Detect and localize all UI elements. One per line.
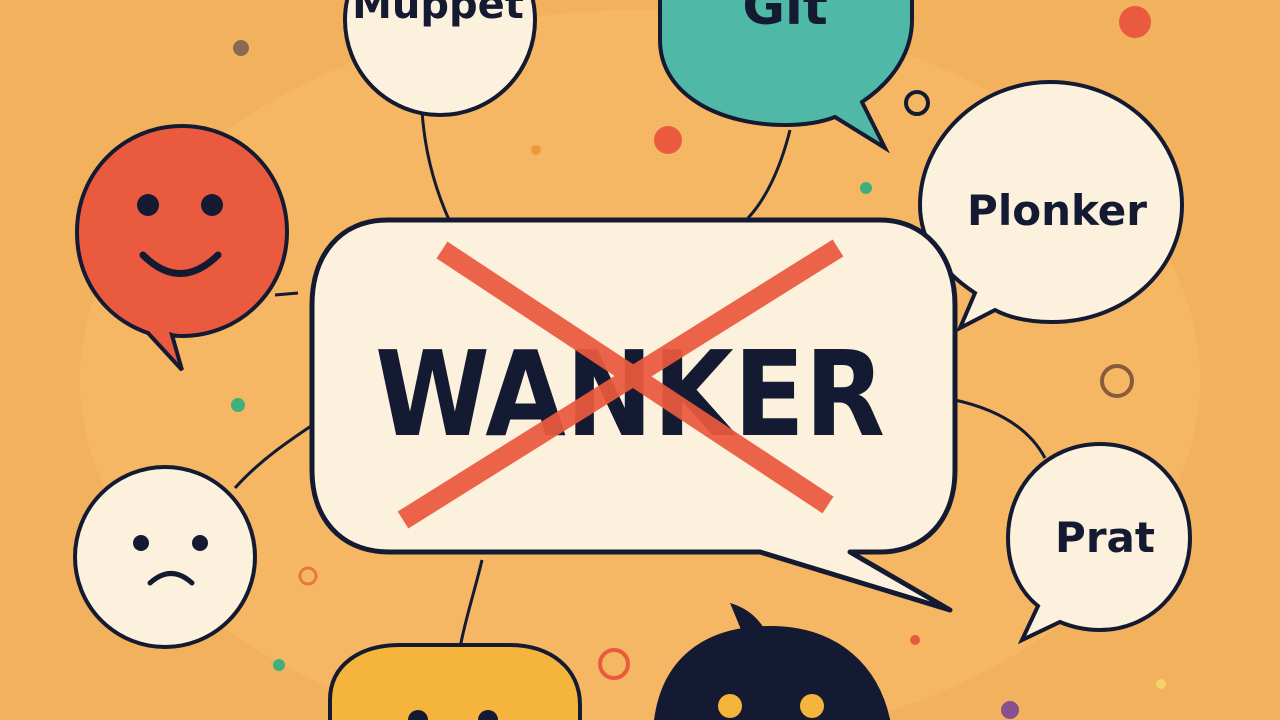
main-bubble-word: WANKER	[375, 325, 885, 463]
bubble-prat: Prat	[1005, 441, 1193, 645]
face-yellow-eye-left	[408, 710, 428, 720]
bubble-plonker-shape	[917, 79, 1185, 333]
confetti-dot	[654, 126, 682, 154]
face-cream-eye-right	[192, 535, 208, 551]
confetti-dot	[910, 635, 920, 645]
bubble-git-shape	[658, 0, 914, 154]
strike-line-2	[397, 239, 844, 529]
face-cream-frowning	[73, 465, 257, 649]
face-cream-eye-left	[133, 535, 149, 551]
face-red-shape	[74, 123, 290, 372]
main-bubble-shape	[309, 217, 958, 613]
face-cream-shape	[73, 465, 257, 649]
connector-yellow-face	[458, 559, 484, 649]
face-red-smiling	[74, 123, 290, 372]
face-red-eye-left	[137, 194, 159, 216]
face-navy-antenna	[730, 603, 766, 632]
face-yellow-eye-right	[478, 710, 498, 720]
connector-red-face	[274, 291, 299, 297]
bubble-plonker-label: Plonker	[967, 186, 1147, 235]
connector-git	[746, 129, 792, 220]
face-cream-frown	[147, 571, 195, 586]
bubble-git: Git	[658, 0, 914, 154]
face-navy	[654, 603, 891, 720]
face-red-smile	[139, 251, 222, 277]
connector-prat	[954, 398, 1047, 459]
confetti-ring	[598, 648, 630, 680]
main-bubble: WANKER	[309, 217, 958, 613]
confetti-dot	[231, 398, 245, 412]
bubble-plonker: Plonker	[917, 79, 1185, 333]
face-navy-eye-right	[800, 694, 824, 718]
strike-through-x	[397, 239, 844, 529]
confetti-dot	[1001, 701, 1019, 719]
bubble-prat-label: Prat	[1055, 513, 1155, 562]
connector-muppet	[420, 109, 452, 223]
confetti-dot	[860, 182, 872, 194]
confetti-dot	[1156, 679, 1166, 689]
face-navy-shape	[654, 625, 891, 720]
bubble-muppet-shape	[343, 0, 537, 117]
face-navy-eye-left	[718, 694, 742, 718]
confetti-ring	[904, 90, 930, 116]
face-red-eye-right	[201, 194, 223, 216]
confetti-dot	[273, 659, 285, 671]
confetti-ring	[1100, 364, 1134, 398]
bubble-muppet: Muppet	[343, 0, 537, 117]
face-yellow-shape	[328, 643, 582, 720]
confetti-dot	[1119, 6, 1151, 38]
bubble-muppet-label: Muppet	[352, 0, 524, 28]
confetti-dot	[233, 40, 249, 56]
bubble-prat-shape	[1005, 441, 1193, 645]
face-yellow	[328, 643, 582, 720]
confetti-ring	[298, 566, 318, 586]
confetti-dot	[531, 145, 541, 155]
bubble-git-label: Git	[742, 0, 827, 37]
connector-lines	[233, 109, 1047, 649]
confetti-dots	[231, 6, 1166, 719]
